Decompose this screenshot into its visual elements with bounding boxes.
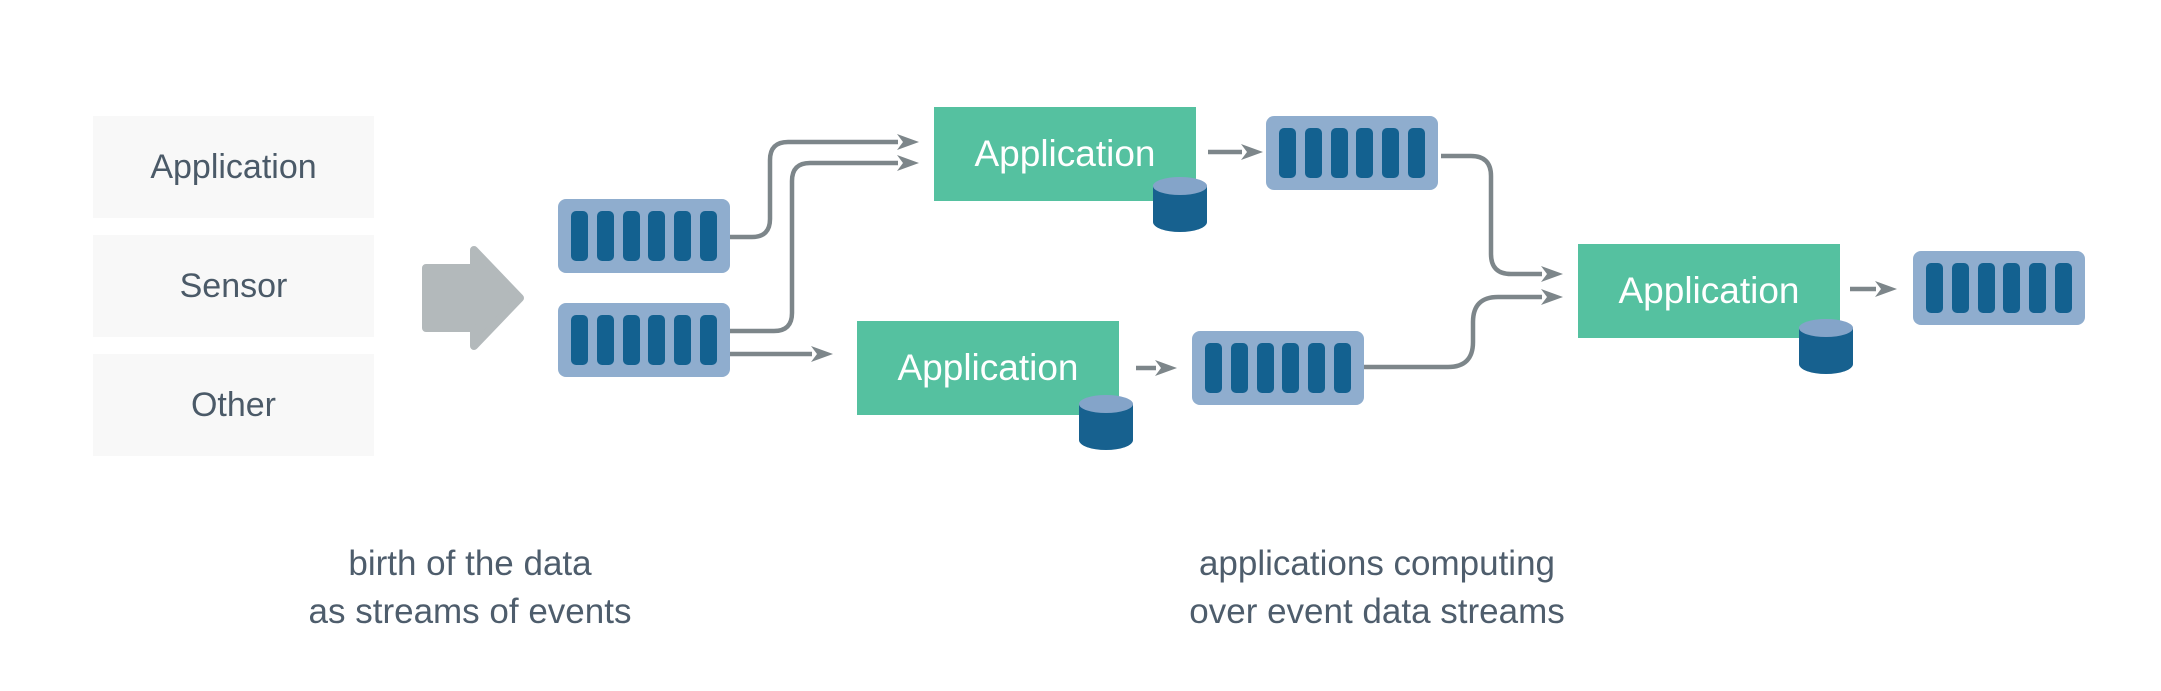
source-sensor: Sensor	[93, 235, 374, 337]
event-stream-icon	[1266, 116, 1438, 190]
event-stream-icon	[558, 199, 730, 273]
caption-applications-computing: applications computing over event data s…	[1077, 540, 1677, 636]
caption-line: birth of the data	[348, 544, 592, 583]
application-node-2: Application	[857, 321, 1119, 415]
caption-line: over event data streams	[1189, 592, 1565, 631]
database-cylinder-icon	[1078, 394, 1134, 452]
caption-line: as streams of events	[308, 592, 632, 631]
flow-arrow-icon	[422, 246, 524, 350]
application-node-1: Application	[934, 107, 1196, 201]
caption-birth-of-data: birth of the data as streams of events	[170, 540, 770, 636]
caption-line: applications computing	[1198, 544, 1556, 583]
connector-stream1-app1	[729, 134, 919, 240]
connector-stream3-app3	[1441, 153, 1563, 282]
source-sensor-label: Sensor	[179, 266, 288, 305]
source-other: Other	[93, 354, 374, 456]
database-cylinder-icon	[1152, 176, 1208, 234]
source-application-label: Application	[150, 147, 317, 186]
event-stream-icon	[558, 303, 730, 377]
application-node-3: Application	[1578, 244, 1840, 338]
application-node-1-label: Application	[974, 133, 1156, 174]
application-node-2-label: Application	[897, 347, 1079, 388]
application-node-3-label: Application	[1618, 270, 1800, 311]
connector-stream2-app1	[729, 155, 919, 334]
database-cylinder-icon	[1798, 318, 1854, 376]
connector-stream4-app3	[1362, 289, 1563, 370]
source-application: Application	[93, 116, 374, 218]
event-stream-icon	[1192, 331, 1364, 405]
source-other-label: Other	[190, 385, 277, 424]
event-stream-icon	[1913, 251, 2085, 325]
